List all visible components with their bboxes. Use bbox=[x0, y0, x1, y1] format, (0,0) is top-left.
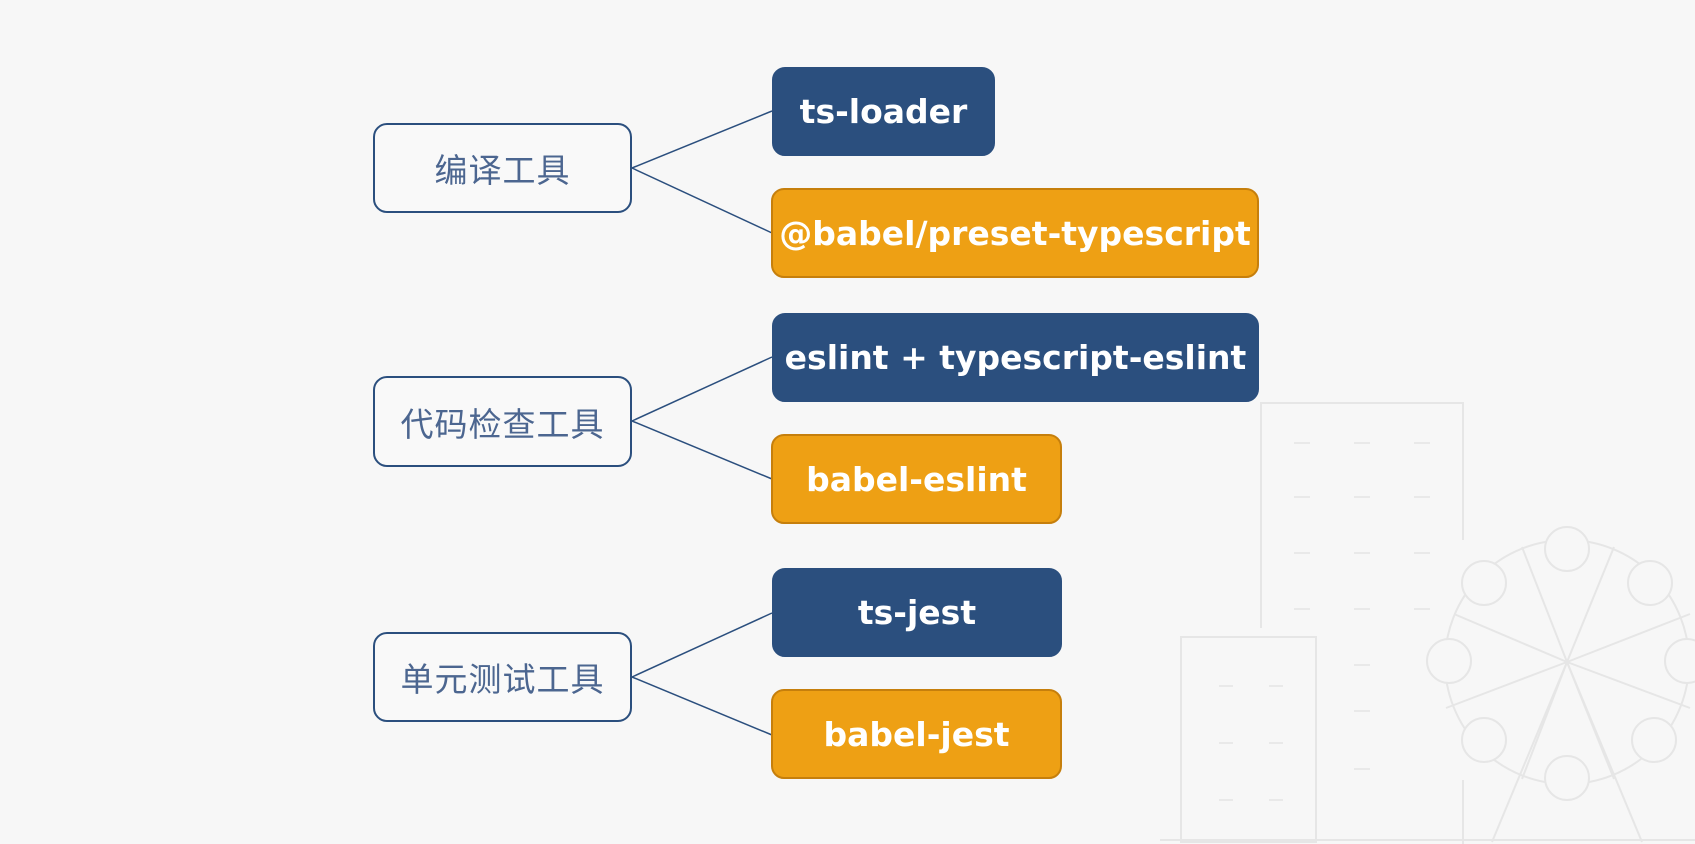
tool-babel-eslint: babel-eslint bbox=[771, 434, 1062, 524]
tool-ts-jest: ts-jest bbox=[772, 568, 1062, 657]
connector-line bbox=[631, 420, 773, 480]
connector-line bbox=[631, 356, 773, 422]
tool-ts-loader: ts-loader bbox=[772, 67, 995, 156]
category-lint-tools: 代码检查工具 bbox=[373, 376, 632, 467]
connector-line bbox=[631, 110, 773, 169]
connector-line bbox=[631, 612, 773, 678]
tool-babel-jest: babel-jest bbox=[771, 689, 1062, 779]
tool-eslint-typescript-eslint: eslint + typescript-eslint bbox=[772, 313, 1259, 402]
category-compile-tools: 编译工具 bbox=[373, 123, 632, 213]
category-unit-test-tools: 单元测试工具 bbox=[373, 632, 632, 722]
connector-line bbox=[631, 167, 773, 234]
connector-line bbox=[631, 676, 773, 736]
tool-babel-preset-typescript: @babel/preset-typescript bbox=[771, 188, 1259, 278]
